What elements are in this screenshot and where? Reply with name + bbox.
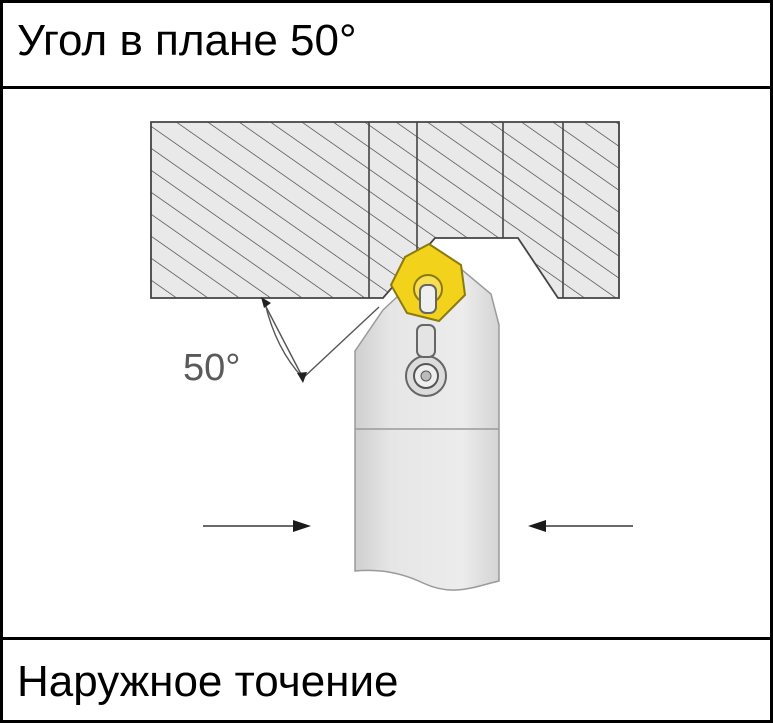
cutting-insert-icon [389,242,467,323]
feed-arrow-right-head [528,520,546,532]
turning-diagram: 50° [3,89,770,639]
angle-reference-line [262,300,304,379]
feed-arrow-left-head [293,520,311,532]
turning-diagram-svg: 50° [150,121,633,591]
card-caption: Наружное точение [17,657,399,706]
tool-holder [354,253,500,591]
angle-reference-line [302,306,380,379]
card-header: Угол в плане 50° [3,3,770,89]
angle-label: 50° [183,347,240,389]
angle-arrowhead [297,372,307,383]
angle-arrowhead [261,297,271,308]
card-footer: Наружное точение [3,637,770,720]
card-title: Угол в плане 50° [17,16,357,65]
clamp-screw-icon [405,324,447,397]
workpiece-section [150,121,620,299]
angle-arc [264,302,304,379]
